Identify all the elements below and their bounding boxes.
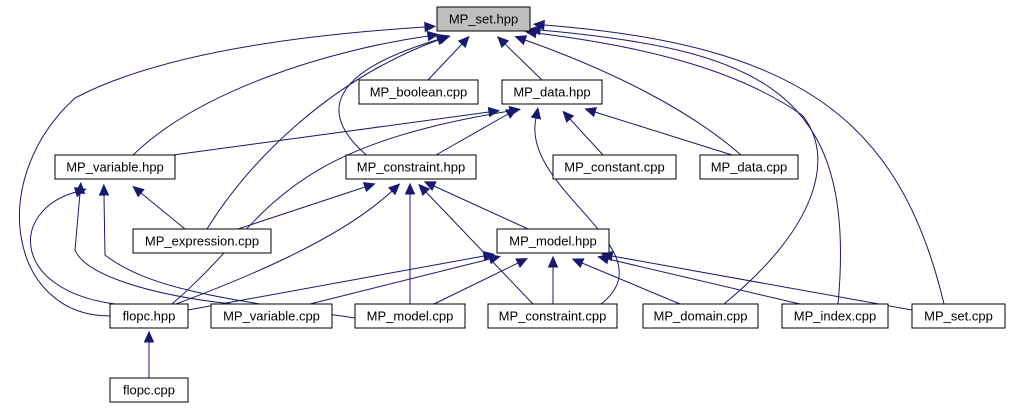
arrowhead	[423, 181, 437, 192]
node-label: flopc.cpp	[123, 383, 175, 398]
arrowhead	[404, 182, 416, 195]
arrowhead	[584, 107, 598, 118]
node-mp-set-cpp[interactable]: MP_set.cpp	[911, 303, 1006, 329]
arrowhead	[426, 30, 440, 42]
node-mp-boolean-cpp[interactable]: MP_boolean.cpp	[358, 79, 479, 105]
edge-mp-expression-cpp-to-mp-variable-hpp	[140, 192, 186, 230]
edge-mp-data-hpp-to-mp-set-hpp	[504, 43, 543, 81]
arrowhead	[508, 105, 522, 117]
node-label: flopc.hpp	[123, 309, 176, 324]
edge-flopc-hpp-to-mp-set-hpp	[18, 26, 426, 317]
arrowhead	[515, 258, 529, 268]
node-mp-domain-cpp[interactable]: MP_domain.cpp	[642, 303, 759, 329]
node-mp-constant-cpp[interactable]: MP_constant.cpp	[552, 154, 677, 180]
node-label: MP_data.hpp	[513, 85, 590, 100]
edge-flopc-hpp-to-mp-constraint-hpp	[175, 190, 393, 305]
edge-mp-expression-cpp-to-mp-constraint-hpp	[237, 186, 366, 230]
edge-flopc-hpp-to-mp-data-hpp	[171, 110, 511, 305]
node-label: MP_constraint.hpp	[357, 160, 465, 175]
dependency-edges	[18, 19, 945, 378]
node-label: MP_model.cpp	[367, 309, 454, 324]
edge-mp-index-cpp-to-mp-model-hpp	[607, 258, 801, 305]
arrowhead	[457, 35, 470, 48]
arrowhead	[418, 183, 431, 197]
edge-mp-data-cpp-to-mp-data-hpp	[594, 111, 733, 156]
arrowhead	[562, 110, 575, 123]
node-mp-constraint-cpp[interactable]: MP_constraint.cpp	[487, 303, 618, 329]
edge-mp-constraint-cpp-to-mp-constraint-hpp	[425, 191, 534, 305]
node-mp-variable-hpp[interactable]: MP_variable.hpp	[54, 154, 176, 180]
node-label: MP_constant.cpp	[564, 160, 664, 175]
arrowhead	[547, 255, 559, 268]
edge-mp-constant-cpp-to-mp-data-hpp	[569, 118, 604, 156]
node-flopc-cpp[interactable]: flopc.cpp	[109, 377, 189, 403]
node-label: MP_model.hpp	[509, 234, 596, 249]
node-label: MP_variable.cpp	[223, 309, 320, 324]
arrowhead	[530, 106, 542, 120]
node-mp-expression-cpp[interactable]: MP_expression.cpp	[132, 228, 272, 254]
node-label: MP_domain.cpp	[654, 309, 748, 324]
edge-mp-constraint-cpp-to-mp-data-hpp	[534, 117, 620, 305]
edge-mp-boolean-cpp-to-mp-set-hpp	[427, 43, 463, 81]
arrowhead	[487, 106, 501, 118]
node-label: MP_set.hpp	[449, 12, 518, 27]
arrowhead	[571, 258, 585, 269]
edge-mp-expression-cpp-to-mp-set-hpp	[206, 39, 439, 230]
edge-mp-model-cpp-to-mp-variable-hpp	[103, 194, 356, 319]
node-mp-data-hpp[interactable]: MP_data.hpp	[501, 79, 603, 105]
node-mp-set-hpp[interactable]: MP_set.hpp	[436, 6, 531, 32]
node-label: MP_variable.hpp	[66, 160, 164, 175]
arrowhead	[388, 183, 401, 196]
edge-mp-model-cpp-to-mp-model-hpp	[433, 262, 519, 305]
arrowhead	[424, 21, 437, 33]
node-label: MP_boolean.cpp	[370, 85, 468, 100]
edge-mp-domain-cpp-to-mp-set-hpp	[535, 32, 819, 305]
arrowhead	[514, 35, 528, 46]
edge-mp-index-cpp-to-mp-set-hpp	[539, 29, 842, 305]
node-label: MP_index.cpp	[794, 309, 876, 324]
arrowhead	[98, 183, 110, 196]
edge-mp-data-cpp-to-mp-set-hpp	[524, 39, 742, 156]
arrowhead	[528, 24, 541, 36]
edge-mp-constraint-hpp-to-mp-data-hpp	[435, 113, 509, 156]
node-label: MP_expression.cpp	[145, 234, 259, 249]
node-mp-index-cpp[interactable]: MP_index.cpp	[781, 303, 889, 329]
edge-mp-domain-cpp-to-mp-model-hpp	[581, 262, 681, 305]
edge-flopc-hpp-to-mp-variable-hpp	[30, 191, 116, 305]
edge-mp-constraint-hpp-to-mp-set-hpp	[338, 38, 441, 163]
node-label: MP_constraint.cpp	[499, 309, 607, 324]
node-mp-data-cpp[interactable]: MP_data.cpp	[699, 154, 799, 180]
arrowhead	[74, 181, 86, 194]
arrowhead	[488, 254, 501, 265]
node-mp-model-cpp[interactable]: MP_model.cpp	[354, 303, 466, 329]
arrowhead	[143, 330, 155, 343]
arrowhead	[362, 182, 376, 193]
node-flopc-hpp[interactable]: flopc.hpp	[109, 303, 189, 329]
edge-mp-variable-cpp-to-mp-model-hpp	[309, 258, 491, 305]
node-mp-model-hpp[interactable]: MP_model.hpp	[496, 228, 610, 254]
arrowhead	[132, 185, 145, 198]
node-label: MP_data.cpp	[711, 160, 788, 175]
edge-mp-set-cpp-to-mp-model-hpp	[611, 255, 913, 311]
edge-mp-variable-cpp-to-mp-variable-hpp	[74, 192, 233, 305]
edge-mp-variable-hpp-to-mp-data-hpp	[172, 111, 490, 156]
arrowhead	[496, 36, 510, 49]
node-mp-variable-cpp[interactable]: MP_variable.cpp	[210, 303, 333, 329]
edge-mp-variable-hpp-to-mp-set-hpp	[132, 35, 429, 156]
arrowhead	[532, 19, 545, 31]
edge-mp-model-hpp-to-mp-constraint-hpp	[433, 185, 529, 230]
node-label: MP_set.cpp	[924, 309, 993, 324]
node-mp-constraint-hpp[interactable]: MP_constraint.hpp	[345, 154, 477, 180]
arrowhead	[435, 35, 449, 46]
edge-mp-set-cpp-to-mp-set-hpp	[543, 24, 945, 305]
edge-flopc-hpp-to-mp-model-hpp	[187, 255, 485, 311]
